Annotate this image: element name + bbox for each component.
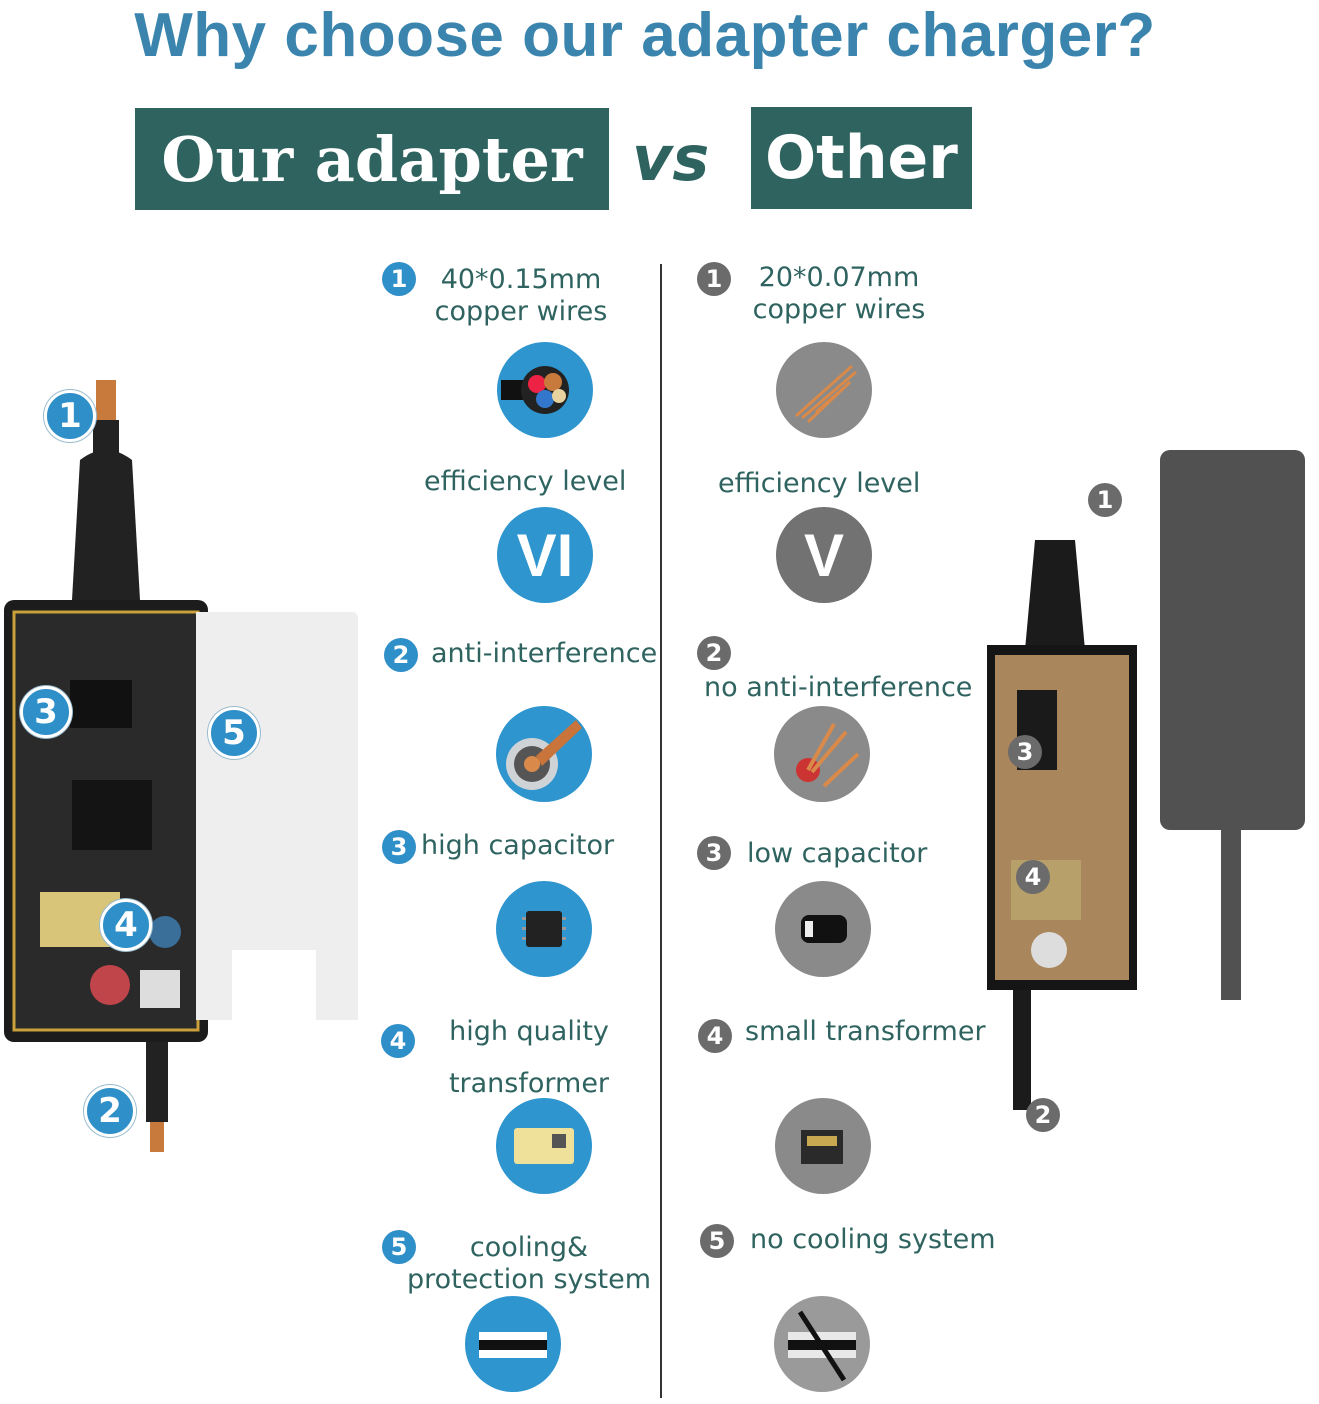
other-transformer-icon [775,1098,871,1194]
ours-feature-1-num: 1 [382,262,416,296]
other-no-cooling-icon [774,1296,870,1392]
callout-3-other: 3 [1008,735,1042,769]
other-feature-4-num: 4 [698,1019,732,1053]
other-feature-5-num: 5 [700,1224,734,1258]
ours-feature-4-text: high quality transformer [448,1016,610,1099]
other-feature-3-text: low capacitor [747,838,928,869]
ours-shielded-cable-icon [496,706,592,802]
ours-efficiency-badge: VI [497,507,593,603]
vs-label: vs [632,122,710,195]
callout-1-other: 1 [1088,483,1122,517]
ours-feature-3-text: high capacitor [421,830,615,861]
other-copper-wire-icon [776,342,872,438]
ours-feature-4-num: 4 [381,1024,415,1058]
ours-cooling-icon [465,1296,561,1392]
other-feature-4-text: small transformer [745,1016,986,1047]
other-feature-2-num: 2 [697,636,731,670]
page-title: Why choose our adapter charger? [134,1,1156,70]
ours-feature-3-num: 3 [382,830,416,864]
ours-transformer-icon [496,1098,592,1194]
other-efficiency-text: efficiency level [718,468,921,499]
ours-feature-5-text: cooling& protection system [406,1232,652,1295]
other-feature-5-text: no cooling system [750,1224,996,1255]
other-loose-wire-icon [774,706,870,802]
callout-2-ours: 2 [84,1085,136,1137]
callout-3-ours: 3 [20,686,72,738]
other-capacitor-icon [775,881,871,977]
ours-chip-icon [496,881,592,977]
ours-feature-1-text: 40*0.15mm copper wires [434,264,608,328]
other-feature-1-text: 20*0.07mm copper wires [752,262,926,326]
other-efficiency-badge: V [776,507,872,603]
callout-1-ours: 1 [44,390,96,442]
other-feature-1-num: 1 [697,262,731,296]
center-divider [660,264,662,1398]
other-adapter-image [987,450,1305,1110]
callout-4-ours: 4 [100,899,152,951]
other-label: Other [751,107,972,209]
other-feature-3-num: 3 [697,836,731,870]
ours-feature-5-num: 5 [382,1230,416,1264]
ours-efficiency-text: efficiency level [424,466,627,497]
callout-4-other: 4 [1016,860,1050,894]
our-adapter-label: Our adapter [135,108,609,210]
callout-2-other: 2 [1026,1098,1060,1132]
ours-copper-wire-icon [497,342,593,438]
ours-feature-2-num: 2 [384,638,418,672]
our-adapter-image [4,380,358,1152]
other-feature-2-text: no anti-interference [704,672,973,703]
ours-feature-2-text: anti-interference [431,638,658,669]
callout-5-ours: 5 [208,707,260,759]
